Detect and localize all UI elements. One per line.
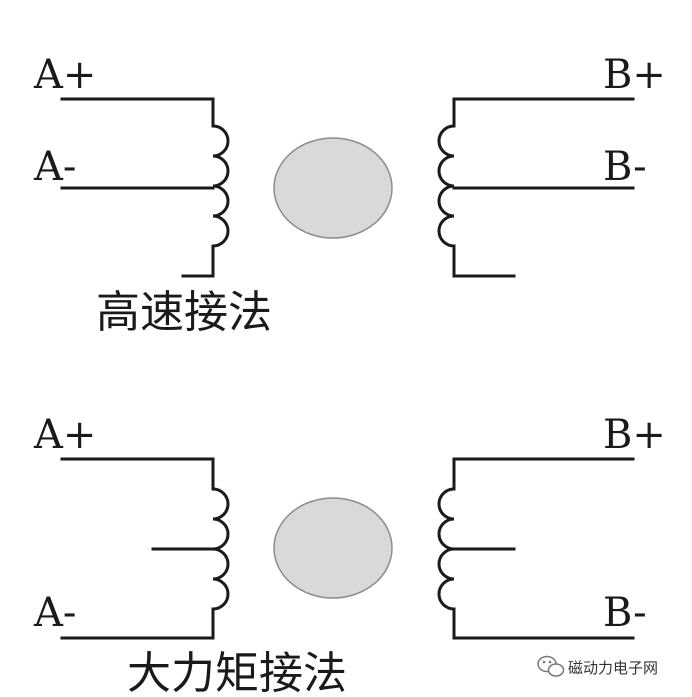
high-speed-section: A+ A- B+ B- 高速接法 [33, 52, 666, 338]
wechat-icon [537, 655, 565, 677]
label-a-minus: A- [33, 590, 76, 636]
phase-b-end-lead [452, 244, 516, 278]
rotor [273, 497, 393, 599]
phase-a-winding [60, 97, 230, 278]
label-a-plus: A+ [33, 52, 96, 98]
phase-a-winding [60, 457, 230, 640]
b-minus-lead [452, 607, 635, 640]
phase-a-end-lead [181, 244, 215, 278]
a-plus-lead [60, 457, 215, 491]
label-b-plus: B+ [603, 412, 666, 458]
phase-a-coil [212, 487, 230, 611]
label-b-minus: B- [603, 144, 647, 190]
phase-b-winding [437, 457, 635, 640]
label-a-minus: A- [33, 144, 76, 190]
watermark-text: 磁动力电子网 [568, 659, 658, 677]
a-plus-lead [60, 97, 215, 128]
label-a-plus: A+ [33, 412, 96, 458]
label-b-minus: B- [603, 590, 647, 636]
watermark: 磁动力电子网 [537, 655, 658, 677]
b-plus-lead [452, 97, 635, 128]
b-plus-lead [452, 457, 635, 491]
high-torque-section: A+ A- B+ B- 大力矩接法 [33, 412, 666, 697]
label-b-plus: B+ [603, 52, 666, 98]
phase-a-coil [212, 124, 230, 248]
phase-b-winding [437, 97, 635, 278]
caption-high-torque: 大力矩接法 [127, 648, 347, 697]
caption-high-speed: 高速接法 [96, 287, 272, 338]
phase-b-coil [437, 124, 455, 248]
a-minus-lead [60, 607, 215, 640]
rotor [273, 137, 393, 239]
phase-b-coil [437, 487, 455, 611]
